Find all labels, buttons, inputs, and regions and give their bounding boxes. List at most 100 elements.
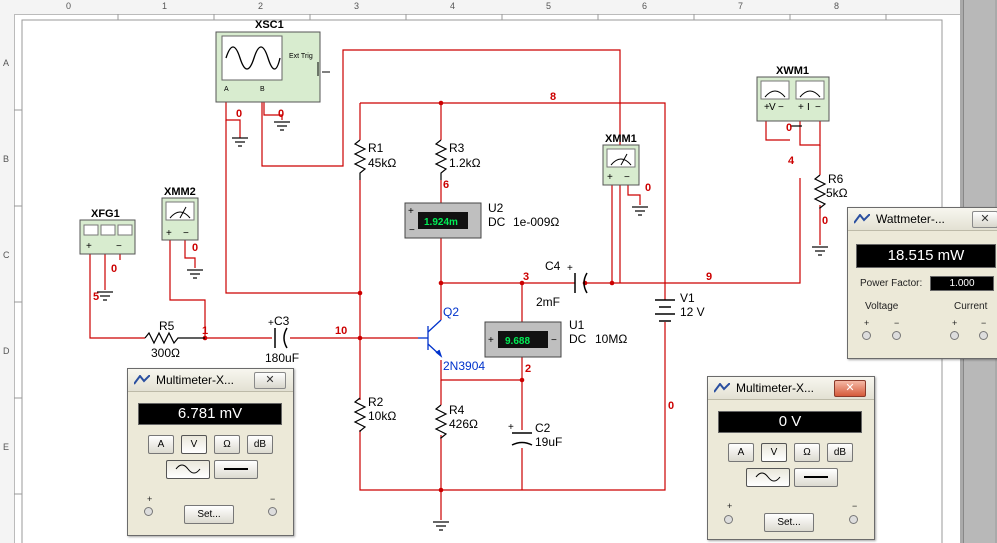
- dc-mode-button[interactable]: [214, 460, 258, 479]
- node-label: 0: [278, 108, 284, 120]
- node-label: 0: [786, 122, 792, 134]
- ruler-col-6: 6: [642, 1, 648, 11]
- positive-terminal[interactable]: [724, 515, 733, 524]
- label-v1-ref: V1: [680, 291, 695, 305]
- positive-terminal[interactable]: [144, 507, 153, 516]
- multimeter-right-titlebar[interactable]: Multimeter-X... ✕: [708, 377, 874, 400]
- ground-symbols: [97, 121, 828, 531]
- voltmeter-u1: [484, 321, 562, 358]
- node-label: 0: [236, 108, 242, 120]
- label-r4-value: 426Ω: [449, 417, 478, 431]
- svg-text:+: +: [86, 241, 92, 252]
- multimeter-app-icon: [714, 383, 730, 393]
- negative-terminal-label: −: [270, 494, 276, 504]
- wattmeter-app-icon: [854, 214, 870, 224]
- meter-readouts: 1.924m 9.688: [424, 217, 530, 347]
- ruler-col-8: 8: [834, 1, 840, 11]
- resistor-r4-shape: [434, 404, 448, 440]
- close-icon[interactable]: ✕: [254, 372, 286, 389]
- wattmeter-window[interactable]: Wattmeter-... ✕ 18.515 mW Power Factor: …: [847, 207, 997, 359]
- voltmeter-mode-button[interactable]: V: [181, 435, 207, 454]
- wattmeter-titlebar[interactable]: Wattmeter-... ✕: [848, 208, 997, 231]
- close-icon[interactable]: ✕: [972, 211, 997, 228]
- ohmmeter-mode-button[interactable]: Ω: [794, 443, 820, 462]
- ruler-col-5: 5: [546, 1, 552, 11]
- node-label: 6: [443, 179, 449, 191]
- voltage-plus-label: +: [864, 318, 870, 328]
- label-r1-value: 45kΩ: [368, 156, 396, 170]
- positive-terminal-label: +: [147, 494, 153, 504]
- ruler-col-4: 4: [450, 1, 456, 11]
- label-ext-trig: Ext Trig: [289, 53, 313, 60]
- decibel-mode-button[interactable]: dB: [247, 435, 273, 454]
- svg-text:+: +: [268, 318, 274, 329]
- svg-text:−: −: [815, 102, 821, 113]
- wire-node-9: [585, 178, 801, 284]
- svg-text:−: −: [183, 228, 189, 239]
- ammeter-u2: [404, 202, 482, 239]
- label-u2-res: 1e-009Ω: [513, 215, 559, 229]
- component-labels: R1 45kΩ R3 1.2kΩ R2 10kΩ R4 426Ω R5 300Ω…: [151, 141, 848, 449]
- svg-text:−: −: [778, 102, 784, 113]
- label-u2-mode: DC: [488, 215, 506, 229]
- ruler-row-c: C: [3, 250, 10, 260]
- label-r6-value: 5kΩ: [826, 186, 848, 200]
- close-icon[interactable]: ✕: [834, 380, 866, 397]
- current-plus-terminal[interactable]: [950, 331, 959, 340]
- ohmmeter-mode-button[interactable]: Ω: [214, 435, 240, 454]
- dc-mode-button[interactable]: [794, 468, 838, 487]
- wire-xsc-b: [261, 49, 621, 283]
- u2-reading: 1.924m: [424, 217, 458, 228]
- svg-text:+: +: [607, 172, 613, 183]
- label-r2-value: 10kΩ: [368, 409, 396, 423]
- node-label: 3: [523, 271, 529, 283]
- column-ruler: 0 1 2 3 4 5 6 7 8: [0, 0, 960, 15]
- ac-mode-button[interactable]: [746, 468, 790, 487]
- label-r4-ref: R4: [449, 403, 465, 417]
- border-ticks: [14, 14, 887, 495]
- set-button[interactable]: Set...: [764, 513, 814, 532]
- node-label: 9: [706, 271, 712, 283]
- multimeter-left-titlebar[interactable]: Multimeter-X... ✕: [128, 369, 293, 392]
- cap-plus-signs: + + +: [268, 263, 573, 433]
- capacitors: [274, 272, 588, 446]
- resistors: [144, 139, 827, 440]
- ac-mode-button[interactable]: [166, 460, 210, 479]
- voltage-plus-terminal[interactable]: [862, 331, 871, 340]
- svg-text:−: −: [624, 172, 630, 183]
- multimeter-xmm1: [602, 144, 640, 186]
- schematic-drawing: + + +: [14, 14, 943, 543]
- multimeter-window-right[interactable]: Multimeter-X... ✕ 0 V A V Ω dB + − Set..…: [707, 376, 875, 540]
- label-xwm-v: V: [769, 102, 776, 113]
- svg-text:+: +: [166, 228, 172, 239]
- label-c3-value: 180uF: [265, 351, 299, 365]
- current-minus-label: −: [981, 318, 987, 328]
- decibel-mode-button[interactable]: dB: [827, 443, 853, 462]
- svg-text:+: +: [567, 263, 573, 274]
- set-button[interactable]: Set...: [184, 505, 234, 524]
- multimeter-left-title: Multimeter-X...: [156, 373, 235, 387]
- negative-terminal[interactable]: [268, 507, 277, 516]
- ruler-col-0: 0: [66, 1, 72, 11]
- multimeter-left-display: 6.781 mV: [138, 403, 282, 425]
- ruler-col-7: 7: [738, 1, 744, 11]
- svg-text:+: +: [508, 422, 514, 433]
- multimeter-window-left[interactable]: Multimeter-X... ✕ 6.781 mV A V Ω dB + − …: [127, 368, 294, 536]
- node-label: 2: [525, 363, 531, 375]
- ammeter-mode-button[interactable]: A: [728, 443, 754, 462]
- voltage-minus-terminal[interactable]: [892, 331, 901, 340]
- schematic-labels: XSC1 XFG1 XMM2 XMM1 XWM1 Ext Trig A B +V…: [86, 19, 848, 449]
- negative-terminal[interactable]: [849, 515, 858, 524]
- multimeter-app-icon: [134, 375, 150, 385]
- ruler-col-3: 3: [354, 1, 360, 11]
- label-r5-value: 300Ω: [151, 346, 180, 360]
- current-minus-terminal[interactable]: [979, 331, 988, 340]
- voltmeter-mode-button[interactable]: V: [761, 443, 787, 462]
- wattmeter-xwm1: [756, 76, 830, 122]
- svg-text:+: +: [408, 206, 414, 217]
- ammeter-mode-button[interactable]: A: [148, 435, 174, 454]
- wire-xsc-a-ground: [225, 96, 241, 138]
- label-r2-ref: R2: [368, 395, 384, 409]
- dc-line-icon: [804, 476, 828, 478]
